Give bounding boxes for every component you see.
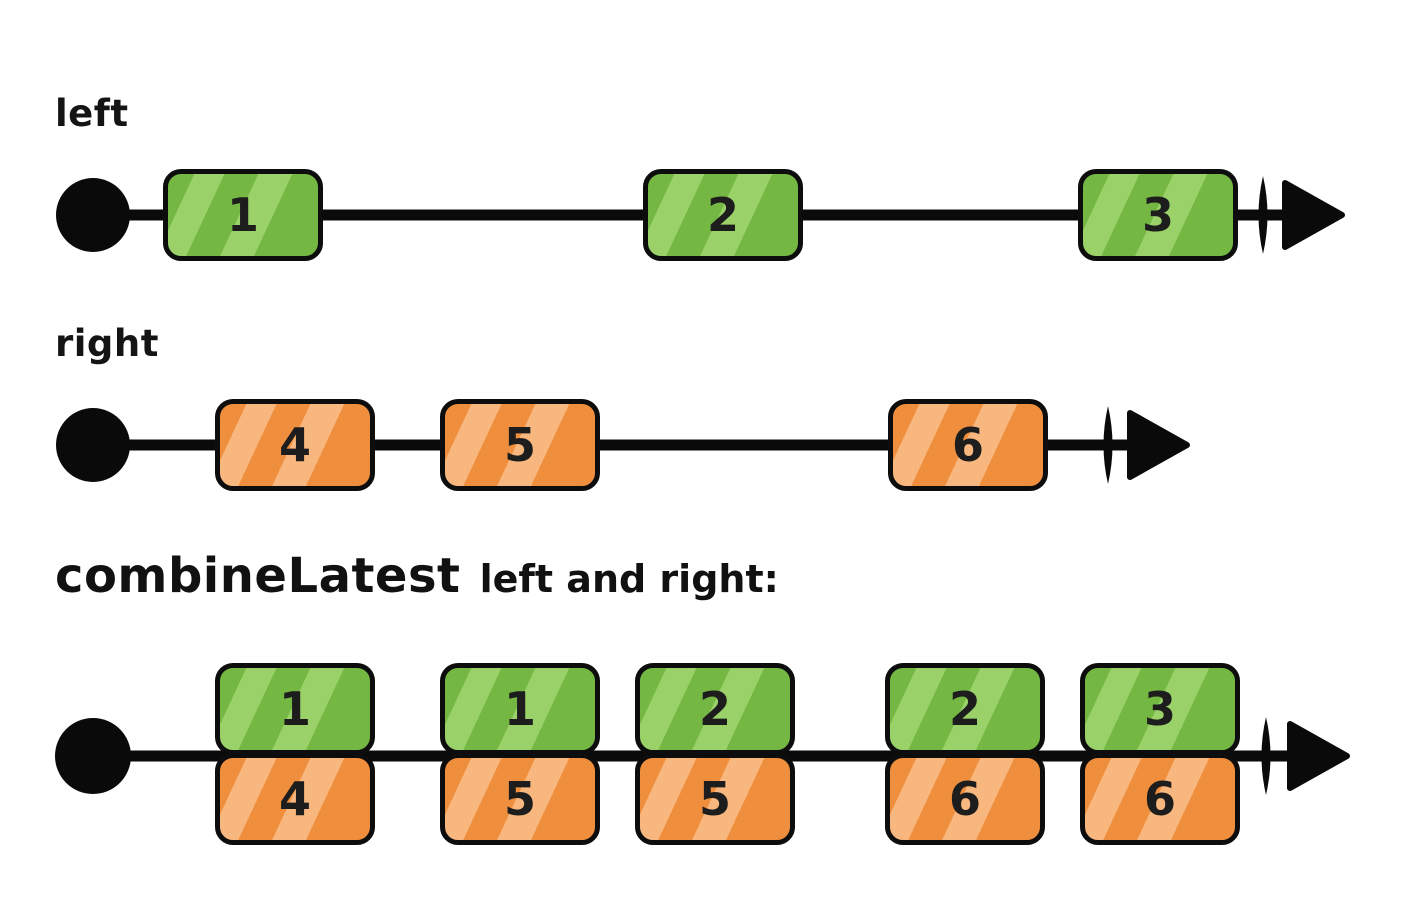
origin-dot — [55, 718, 131, 794]
completion-tick-icon — [1258, 176, 1268, 254]
marble-value: 1 — [226, 188, 259, 242]
operator-name: combineLatest — [55, 548, 461, 604]
marble-value: 1 — [503, 682, 536, 736]
marble-value: 2 — [948, 682, 981, 736]
operator-heading-rest: left and right: — [479, 557, 779, 601]
marble-value: 5 — [503, 418, 536, 472]
left-stream-label: left — [55, 92, 129, 135]
combined-pair-3-left-marble: 2 — [635, 663, 795, 755]
marble-value: 2 — [706, 188, 739, 242]
completion-tick-icon — [1103, 406, 1113, 484]
combined-pair-5-left-marble: 3 — [1080, 663, 1240, 755]
marble-value: 6 — [1143, 772, 1176, 826]
origin-dot — [56, 408, 130, 482]
left-marble-2: 2 — [643, 169, 803, 261]
combined-pair-2-left-marble: 1 — [440, 663, 600, 755]
right-marble-3: 6 — [888, 399, 1048, 491]
marble-value: 2 — [698, 682, 731, 736]
combined-pair-5-right-marble: 6 — [1080, 753, 1240, 845]
combined-pair-2-right-marble: 5 — [440, 753, 600, 845]
arrowhead-icon — [1127, 410, 1190, 480]
combined-pair-1-left-marble: 1 — [215, 663, 375, 755]
left-marble-1: 1 — [163, 169, 323, 261]
completion-tick-icon — [1261, 717, 1271, 795]
marble-value: 4 — [278, 772, 311, 826]
origin-dot — [56, 178, 130, 252]
combined-pair-4-right-marble: 6 — [885, 753, 1045, 845]
marble-value: 5 — [698, 772, 731, 826]
marble-value: 6 — [948, 772, 981, 826]
operator-heading: combineLatest left and right: — [55, 548, 779, 604]
combined-pair-1-right-marble: 4 — [215, 753, 375, 845]
arrowhead-icon — [1287, 721, 1350, 791]
left-marble-3: 3 — [1078, 169, 1238, 261]
marble-value: 3 — [1141, 188, 1174, 242]
arrowhead-icon — [1282, 180, 1345, 250]
right-marble-1: 4 — [215, 399, 375, 491]
right-stream-label: right — [55, 322, 159, 365]
combined-pair-3-right-marble: 5 — [635, 753, 795, 845]
marble-value: 5 — [503, 772, 536, 826]
marble-value: 3 — [1143, 682, 1176, 736]
marble-value: 1 — [278, 682, 311, 736]
marble-value: 6 — [951, 418, 984, 472]
marble-value: 4 — [278, 418, 311, 472]
right-marble-2: 5 — [440, 399, 600, 491]
combined-pair-4-left-marble: 2 — [885, 663, 1045, 755]
